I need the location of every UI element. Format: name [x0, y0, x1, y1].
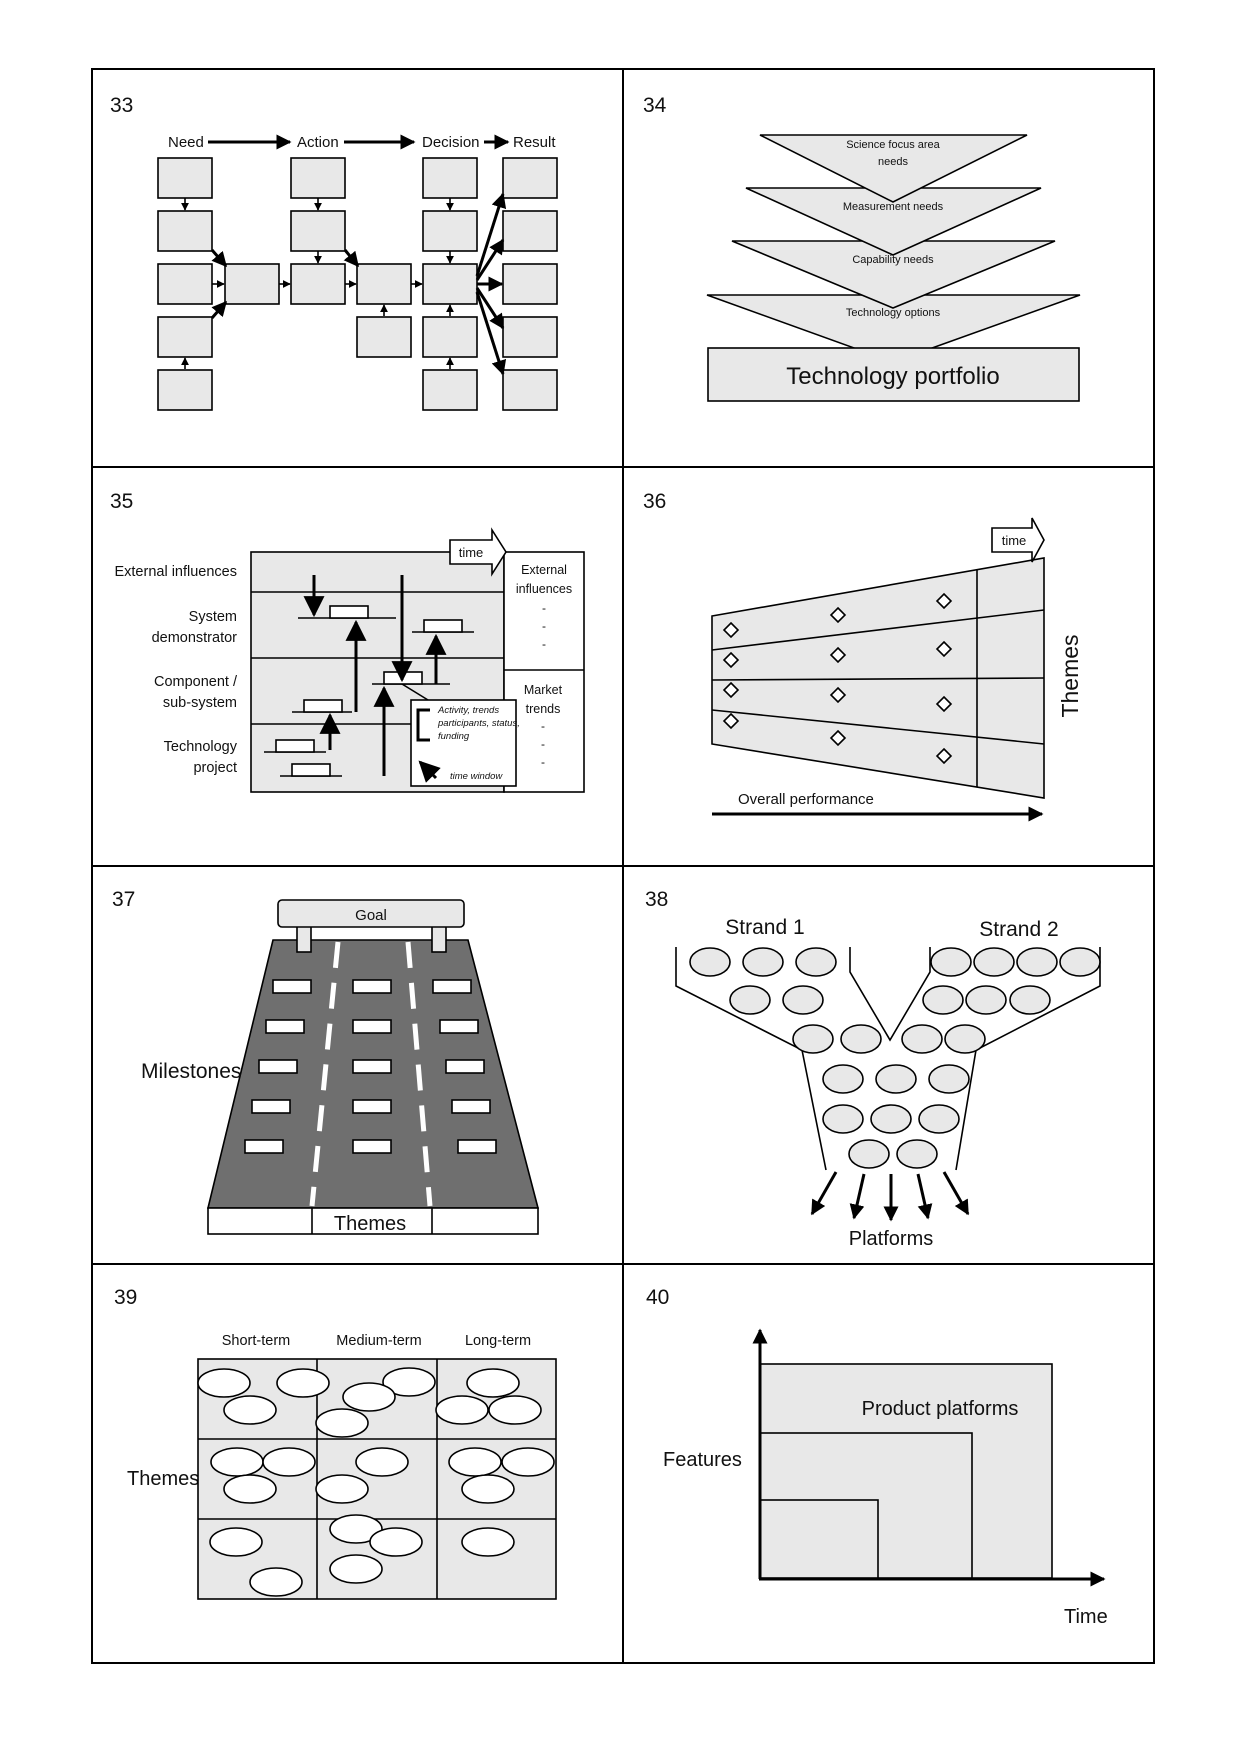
time-label: Time [1064, 1606, 1108, 1628]
strand-1-label: Strand 1 [725, 916, 804, 939]
panel-number: 39 [114, 1286, 137, 1309]
milestones-label: Milestones [141, 1060, 241, 1083]
dash: - [541, 755, 545, 769]
level-label-science-2: needs [878, 156, 908, 168]
theme-diamonds [722, 592, 953, 765]
time-window-label: time window [450, 771, 503, 782]
time-arrow [449, 527, 507, 577]
panel-33-flow-diagram: 33 Need Action Decision Result [110, 94, 558, 411]
level-label-science: Science focus area [846, 139, 940, 151]
panel-36-theme-performance: 36 time Themes Overall performance [643, 490, 1083, 822]
row-label-external: External influences [114, 564, 237, 580]
goal-sign [277, 899, 465, 928]
dash: - [541, 719, 545, 733]
panel-40-product-platforms: 40 Product platforms Features Time [646, 1286, 1108, 1628]
column-medium-term: Medium-term [336, 1333, 421, 1349]
time-label: time [459, 545, 484, 560]
label-action: Action [297, 134, 339, 151]
context-column [503, 551, 585, 793]
platform-generation-1 [759, 1499, 879, 1579]
themes-base [207, 1207, 539, 1235]
lane-marking-right [405, 941, 433, 1207]
features-label: Features [663, 1449, 742, 1471]
panel-34-funnel-portfolio: 34 Science focus area needs Measurement … [643, 94, 1081, 402]
row-label-system: System [189, 609, 237, 625]
activity-links [303, 575, 447, 776]
panel-37-milestone-road: 37 Goal Themes Milestones [112, 888, 540, 1235]
grid-items [197, 1367, 555, 1597]
callout-text: Activity, trends [437, 705, 499, 716]
external-influences-label: External [521, 563, 567, 577]
callout-text-3: funding [438, 731, 470, 742]
panel-number: 33 [110, 94, 133, 117]
technology-portfolio-box [707, 347, 1080, 402]
panel-35-layered-roadmap: 35 External influences System demonstrat… [110, 490, 585, 793]
goal-label: Goal [355, 907, 387, 924]
row-label-system-2: demonstrator [152, 630, 238, 646]
themes-label: Themes [334, 1213, 406, 1235]
funnel-left-edge [675, 947, 827, 1171]
dash: - [542, 637, 546, 651]
milestone-markers [244, 979, 497, 1154]
callout-pointer [401, 683, 429, 701]
technology-portfolio-label: Technology portfolio [786, 363, 999, 390]
callout-text-2: participants, status, [437, 718, 520, 729]
market-trends-label: Market [524, 683, 563, 697]
row-label-component-2: sub-system [163, 695, 237, 711]
market-trends-label-2: trends [526, 702, 561, 716]
level-science-needs [759, 134, 1028, 203]
goal-post-right [431, 925, 447, 953]
level-label-capability: Capability needs [852, 254, 934, 266]
themes-wedge [711, 557, 1045, 799]
label-decision: Decision [422, 134, 480, 151]
product-platforms-label: Product platforms [862, 1398, 1019, 1420]
funnel-right-edge [955, 947, 1101, 1171]
flow-arrows [181, 192, 507, 376]
panel-number: 35 [110, 490, 133, 513]
strand-2-label: Strand 2 [979, 918, 1058, 941]
goal-post-left [296, 925, 312, 953]
panel-number: 37 [112, 888, 135, 911]
strand-items [689, 947, 1101, 1169]
funnel-center-v [849, 947, 931, 1042]
panel-number: 36 [643, 490, 666, 513]
performance-label: Overall performance [738, 791, 874, 808]
label-result: Result [513, 134, 556, 151]
row-label-technology-2: project [193, 760, 237, 776]
themes-label: Themes [1057, 634, 1083, 717]
label-need: Need [168, 134, 204, 151]
time-label: time [1002, 533, 1027, 548]
panel-grid [91, 68, 1155, 1664]
row-label-component: Component / [154, 674, 238, 690]
row-label-technology: Technology [164, 739, 238, 755]
activity-bars [264, 605, 474, 777]
platform-arrows [810, 1171, 970, 1222]
dash: - [542, 619, 546, 633]
dash: - [541, 737, 545, 751]
time-arrow [991, 517, 1045, 563]
level-label-measurement: Measurement needs [843, 201, 944, 213]
themes-label: Themes [127, 1468, 199, 1490]
panel-number: 38 [645, 888, 668, 911]
dash: - [542, 601, 546, 615]
callout-arrow [418, 760, 441, 783]
column-short-term: Short-term [222, 1333, 291, 1349]
panel-38-strand-convergence: 38 Strand 1 Strand 2 [645, 888, 1101, 1250]
callout-bracket [416, 708, 430, 742]
platforms-label: Platforms [849, 1228, 933, 1250]
level-label-technology: Technology options [846, 307, 941, 319]
column-long-term: Long-term [465, 1333, 531, 1349]
panel-number: 34 [643, 94, 667, 117]
lane-marking-left [309, 941, 341, 1207]
external-influences-label-2: influences [516, 582, 572, 596]
panel-number: 40 [646, 1286, 669, 1309]
panel-39-theme-horizon-grid: 39 Short-term Medium-term Long-term Them… [114, 1286, 557, 1600]
